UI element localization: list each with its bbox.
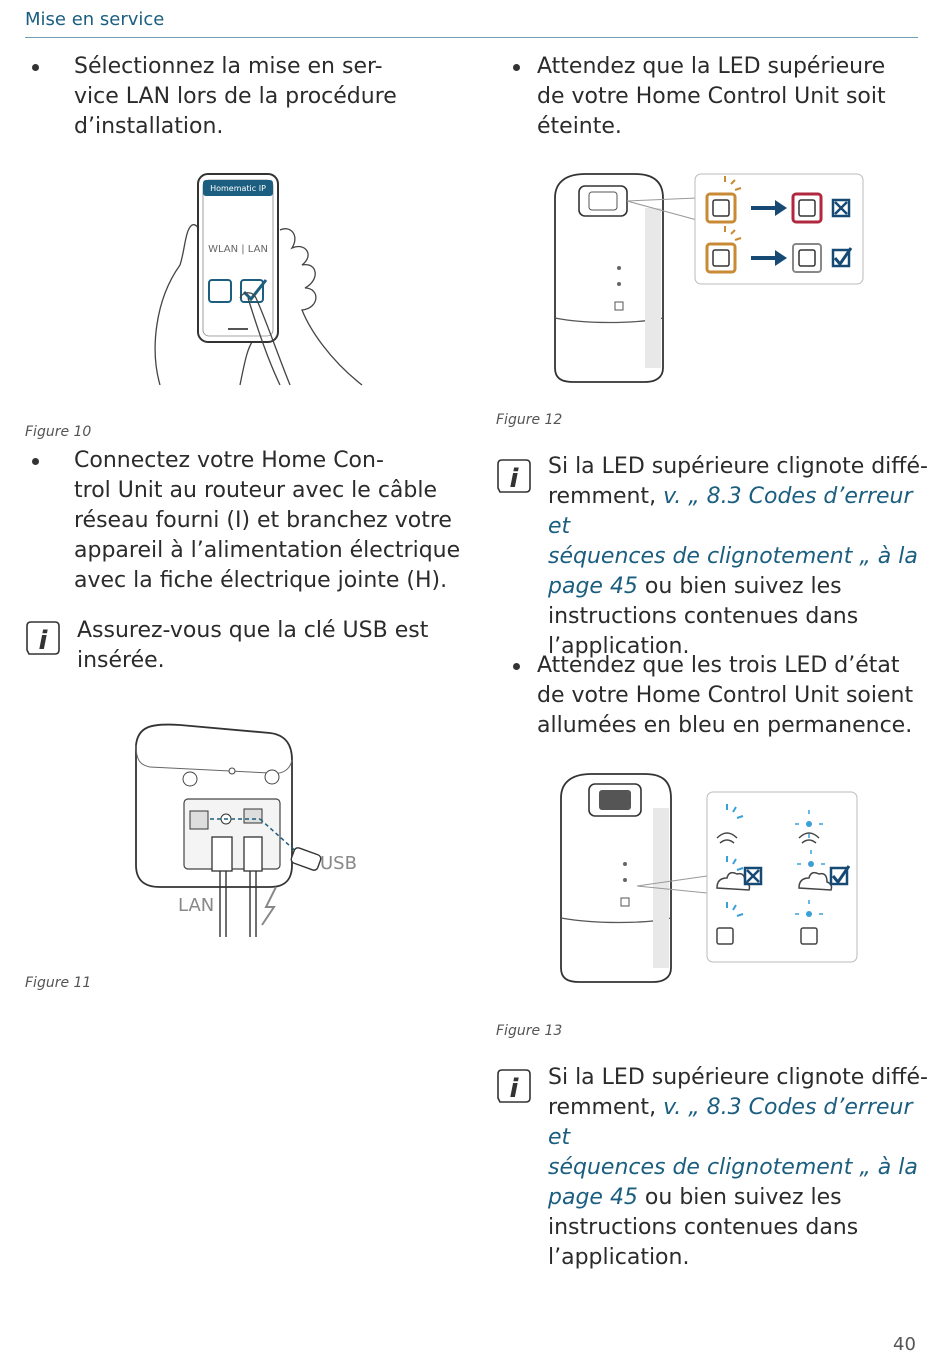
figure-11-rear-connections: USB LAN	[135, 723, 357, 937]
text-line: avec la fiche électrique jointe (H).	[74, 568, 448, 593]
text-line: éteinte.	[537, 114, 622, 139]
text-line: vice LAN lors de la procédure	[74, 84, 397, 109]
text-line: Assurez-vous que la clé USB est	[77, 618, 429, 643]
text-span: ou bien suivez les	[637, 1185, 842, 1210]
text-line: page 45 ou bien suivez les	[548, 1183, 933, 1213]
text-line: remment, v. „ 8.3 Codes d’erreur et	[548, 482, 933, 542]
info-led-blink-different-1: Si la LED supérieure clignote diffé- rem…	[548, 452, 933, 662]
text-line: instructions contenues dans	[548, 1215, 859, 1240]
page-number: 40	[893, 1334, 916, 1355]
text-line: l’application.	[548, 634, 690, 659]
figure-10-caption: Figure 10	[25, 424, 92, 440]
page-link[interactable]: page 45	[548, 1185, 638, 1210]
mode-label: WLAN | LAN	[208, 244, 268, 255]
info-icon: i	[497, 1069, 531, 1104]
error-codes-link[interactable]: v. „ 8.3 Codes d’erreur et	[548, 484, 913, 539]
figure-13-status-leds	[560, 773, 858, 983]
bullet-wait-led-off: Attendez que la LED supérieure de votre …	[513, 52, 933, 144]
text-line: page 45 ou bien suivez les	[548, 572, 933, 602]
lan-label: LAN	[178, 895, 214, 916]
error-codes-link[interactable]: séquences de clignotement „ à la	[548, 1155, 918, 1180]
figure-12-top-led-states	[554, 173, 864, 383]
text-line: Si la LED supérieure clignote diffé-	[548, 454, 928, 479]
text-line: de votre Home Control Unit soit	[537, 84, 886, 109]
figure-13-caption: Figure 13	[496, 1023, 563, 1039]
figure-10-phone-illustration: Homematic IP WLAN | LAN	[154, 173, 363, 386]
text-line: remment, v. „ 8.3 Codes d’erreur et	[548, 1093, 933, 1153]
text-span: remment,	[548, 484, 664, 509]
text-line: trol Unit au routeur avec le câble	[74, 478, 438, 503]
page-link[interactable]: page 45	[548, 574, 638, 599]
figure-11-caption: Figure 11	[25, 975, 92, 991]
bullet-dot	[32, 458, 39, 465]
text-line: d’installation.	[74, 114, 224, 139]
text-line: Connectez votre Home Con-	[74, 448, 384, 473]
bullet-wait-status-leds: Attendez que les trois LED d’état de vot…	[513, 651, 933, 743]
info-usb-inserted: Assurez-vous que la clé USB est insérée.	[77, 616, 447, 676]
bullet-connect-router: Connectez votre Home Con- trol Unit au r…	[32, 446, 462, 598]
text-line: Sélectionnez la mise en ser-	[74, 54, 383, 79]
text-line: Si la LED supérieure clignote diffé-	[548, 1065, 928, 1090]
bullet-dot	[513, 663, 520, 670]
bullet-dot	[32, 64, 39, 71]
bullet-select-lan: Sélectionnez la mise en ser- vice LAN lo…	[32, 52, 452, 144]
text-span: remment,	[548, 1095, 664, 1120]
text-line: Attendez que les trois LED d’état	[537, 653, 900, 678]
error-codes-link[interactable]: v. „ 8.3 Codes d’erreur et	[548, 1095, 913, 1150]
app-title: Homematic IP	[210, 184, 266, 193]
text-line: insérée.	[77, 648, 165, 673]
usb-label: USB	[320, 853, 357, 874]
bullet-dot	[513, 64, 520, 71]
svg-text:i: i	[510, 1074, 520, 1104]
text-line: Attendez que la LED supérieure	[537, 54, 886, 79]
text-line: réseau fourni (I) et branchez votre	[74, 508, 452, 533]
info-led-blink-different-2: Si la LED supérieure clignote diffé- rem…	[548, 1063, 933, 1273]
figure-12-caption: Figure 12	[496, 412, 563, 428]
error-codes-link[interactable]: séquences de clignotement „ à la	[548, 544, 918, 569]
text-line: l’application.	[548, 1245, 690, 1270]
svg-text:i: i	[510, 464, 520, 494]
svg-text:i: i	[39, 626, 49, 656]
text-span: ou bien suivez les	[637, 574, 842, 599]
info-icon: i	[26, 621, 60, 656]
header-divider	[25, 37, 918, 38]
text-line: instructions contenues dans	[548, 604, 859, 629]
text-line: de votre Home Control Unit soient	[537, 683, 914, 708]
text-line: allumées en bleu en permanence.	[537, 713, 913, 738]
info-icon: i	[497, 459, 531, 494]
text-line: appareil à l’alimentation électrique	[74, 538, 461, 563]
section-title: Mise en service	[25, 9, 165, 30]
